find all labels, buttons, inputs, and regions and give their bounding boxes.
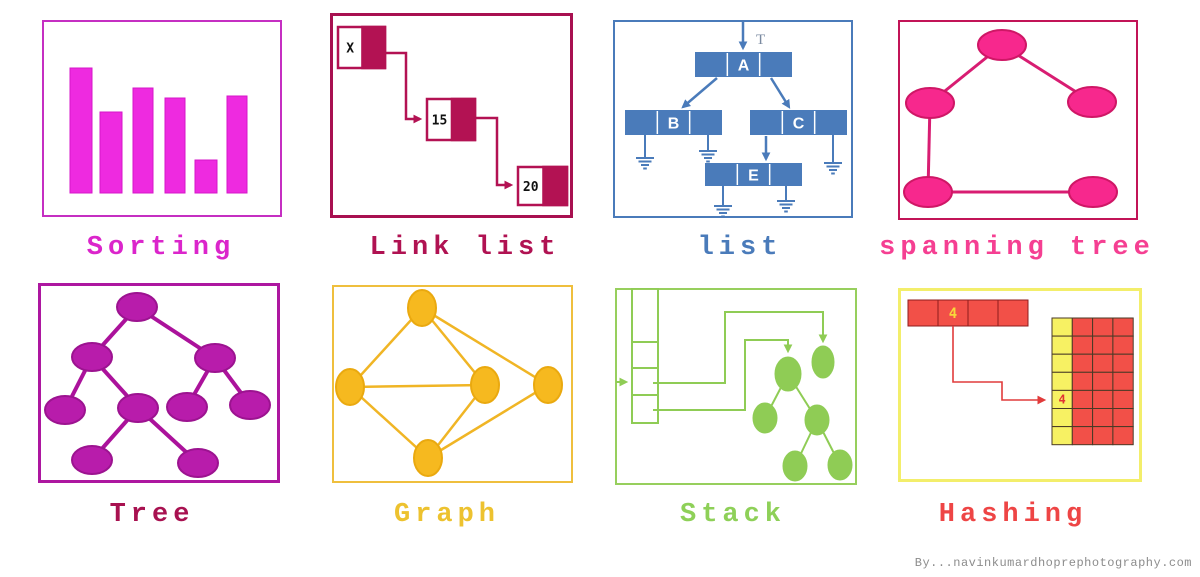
svg-text:C: C [793,116,805,133]
sorting-diagram [42,20,282,222]
tree-label: Tree [109,500,195,530]
stack-label: Stack [679,500,787,530]
watermark-credit: By...navinkumardhoprephotography.com [914,556,1192,570]
link-list-diagram: X 15 20 [330,13,573,223]
graph-drawing [332,285,573,483]
tree-drawing [38,283,280,483]
link-list-label: Link list [369,233,561,263]
sorting-drawing [42,20,282,217]
link-list-drawing: X 15 20 [330,13,573,218]
panel-tree: Tree [38,283,280,530]
stack-diagram [615,287,857,490]
svg-text:T: T [756,32,765,48]
svg-text:20: 20 [523,180,539,195]
svg-text:B: B [668,116,680,133]
graph-diagram [332,285,573,488]
hashing-label: Hashing [938,500,1088,530]
spanning-tree-diagram [898,20,1138,225]
svg-text:E: E [748,168,759,185]
panel-graph: Graph [332,285,573,530]
svg-text:4: 4 [1059,392,1066,406]
panel-spanning-tree: spanning tree [879,20,1150,263]
hashing-drawing: 44 [898,288,1142,482]
panel-link-list: X 15 20 Link list [330,13,573,263]
tree-diagram [38,283,280,488]
list-label: list [697,233,783,263]
graph-label: Graph [393,500,501,530]
panel-stack: Stack [615,287,857,530]
sorting-label: Sorting [86,233,236,263]
spanning-tree-label: spanning tree [879,233,1155,263]
svg-text:X: X [346,42,354,57]
svg-text:A: A [738,58,750,75]
list-drawing: TA B C E [613,20,853,218]
panel-sorting: Sorting [42,20,282,263]
svg-text:15: 15 [432,114,448,129]
svg-text:4: 4 [949,306,957,322]
stack-drawing [615,287,857,485]
spanning-tree-drawing [898,20,1138,220]
